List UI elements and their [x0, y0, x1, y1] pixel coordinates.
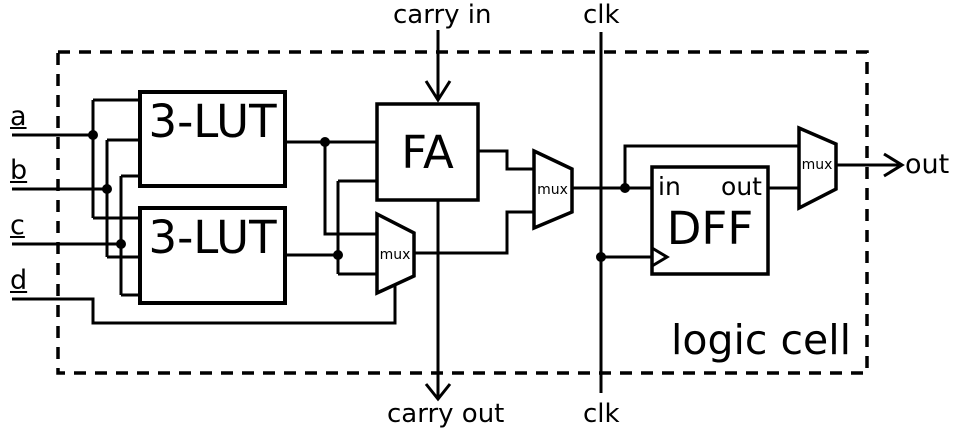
- clk-bottom-label: clk: [583, 399, 620, 429]
- junction-dot-b: [102, 184, 112, 194]
- clk-top-label: clk: [583, 0, 620, 30]
- dff-clock-wedge-icon: [651, 246, 670, 268]
- junction-dot-a: [88, 130, 98, 140]
- carry-in-arrowhead: [424, 80, 452, 103]
- dff-out-label: out: [721, 172, 762, 201]
- input-label-d: d: [10, 265, 28, 296]
- out-arrowhead: [883, 152, 905, 178]
- carry-out-arrowhead: [424, 383, 452, 402]
- full-adder-box: [375, 102, 480, 202]
- wire-input-d-mux-select: [12, 282, 397, 325]
- junction-dot-mux-out: [620, 183, 630, 193]
- cell-title: logic cell: [671, 316, 852, 364]
- mux-lower-label: mux: [379, 247, 411, 263]
- wire-mux-lower-to-mux: [414, 210, 534, 255]
- junction-dot-lut-top-out: [320, 137, 330, 147]
- lut-bottom-label: 3-LUT: [148, 211, 277, 264]
- dff-box: [650, 165, 770, 276]
- lut-top-label: 3-LUT: [148, 95, 277, 148]
- junction-dot-clk: [596, 252, 606, 262]
- full-adder-label: FA: [401, 126, 454, 179]
- mux-middle-label: mux: [537, 182, 568, 198]
- mux-lower-shape: [375, 211, 416, 296]
- lut-top-box: [138, 90, 287, 188]
- out-label: out: [905, 149, 950, 180]
- input-label-b: b: [10, 155, 28, 186]
- mux-output-shape: [797, 125, 838, 211]
- carry-out-label: carry out: [387, 399, 505, 429]
- mux-output-label: mux: [801, 157, 833, 173]
- dff-label: DFF: [666, 202, 754, 255]
- wire-bypass-to-out-mux: [623, 144, 799, 188]
- dff-in-label: in: [658, 172, 681, 201]
- lut-bottom-box: [138, 206, 287, 305]
- junction-dots: [88, 130, 630, 262]
- input-label-c: c: [10, 210, 25, 241]
- wire-lut-top-out: [285, 140, 377, 236]
- wire-input-a: [12, 98, 140, 220]
- logic-cell-border: [56, 50, 869, 375]
- junction-dot-lut-bottom-out: [333, 250, 343, 260]
- wire-lut-bottom-out: [285, 179, 377, 276]
- wire-fa-to-mux: [478, 149, 534, 171]
- mux-middle-shape: [532, 148, 574, 231]
- wire-input-c: [12, 174, 140, 297]
- carry-in-label: carry in: [393, 0, 492, 30]
- input-label-a: a: [10, 101, 27, 132]
- wire-input-b: [12, 138, 140, 259]
- junction-dot-c: [116, 239, 126, 249]
